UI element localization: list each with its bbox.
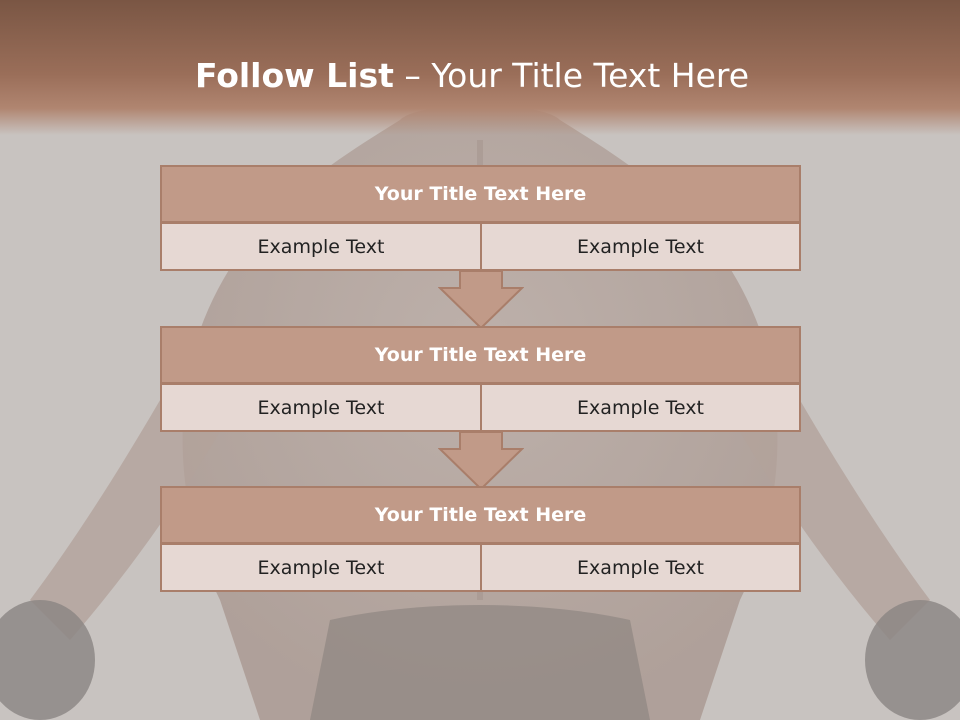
header-band (0, 0, 960, 135)
block-cell-left: Example Text (160, 383, 482, 432)
block-cell-left: Example Text (160, 222, 482, 271)
list-block-1: Your Title Text Here Example Text Exampl… (160, 165, 801, 271)
list-block-2: Your Title Text Here Example Text Exampl… (160, 326, 801, 432)
block-title: Your Title Text Here (160, 326, 801, 384)
slide-title-rest: – Your Title Text Here (393, 56, 750, 95)
slide-title-bold: Follow List (194, 56, 394, 95)
down-arrow-icon (438, 431, 524, 491)
down-arrow-icon (438, 270, 524, 330)
block-cell-right: Example Text (480, 383, 801, 432)
list-block-3: Your Title Text Here Example Text Exampl… (160, 486, 801, 592)
block-cell-right: Example Text (480, 543, 801, 592)
block-cell-left: Example Text (160, 543, 482, 592)
slide-title: Follow List – Your Title Text Here (0, 52, 944, 100)
block-title: Your Title Text Here (160, 165, 801, 223)
block-cell-right: Example Text (480, 222, 801, 271)
block-title: Your Title Text Here (160, 486, 801, 544)
